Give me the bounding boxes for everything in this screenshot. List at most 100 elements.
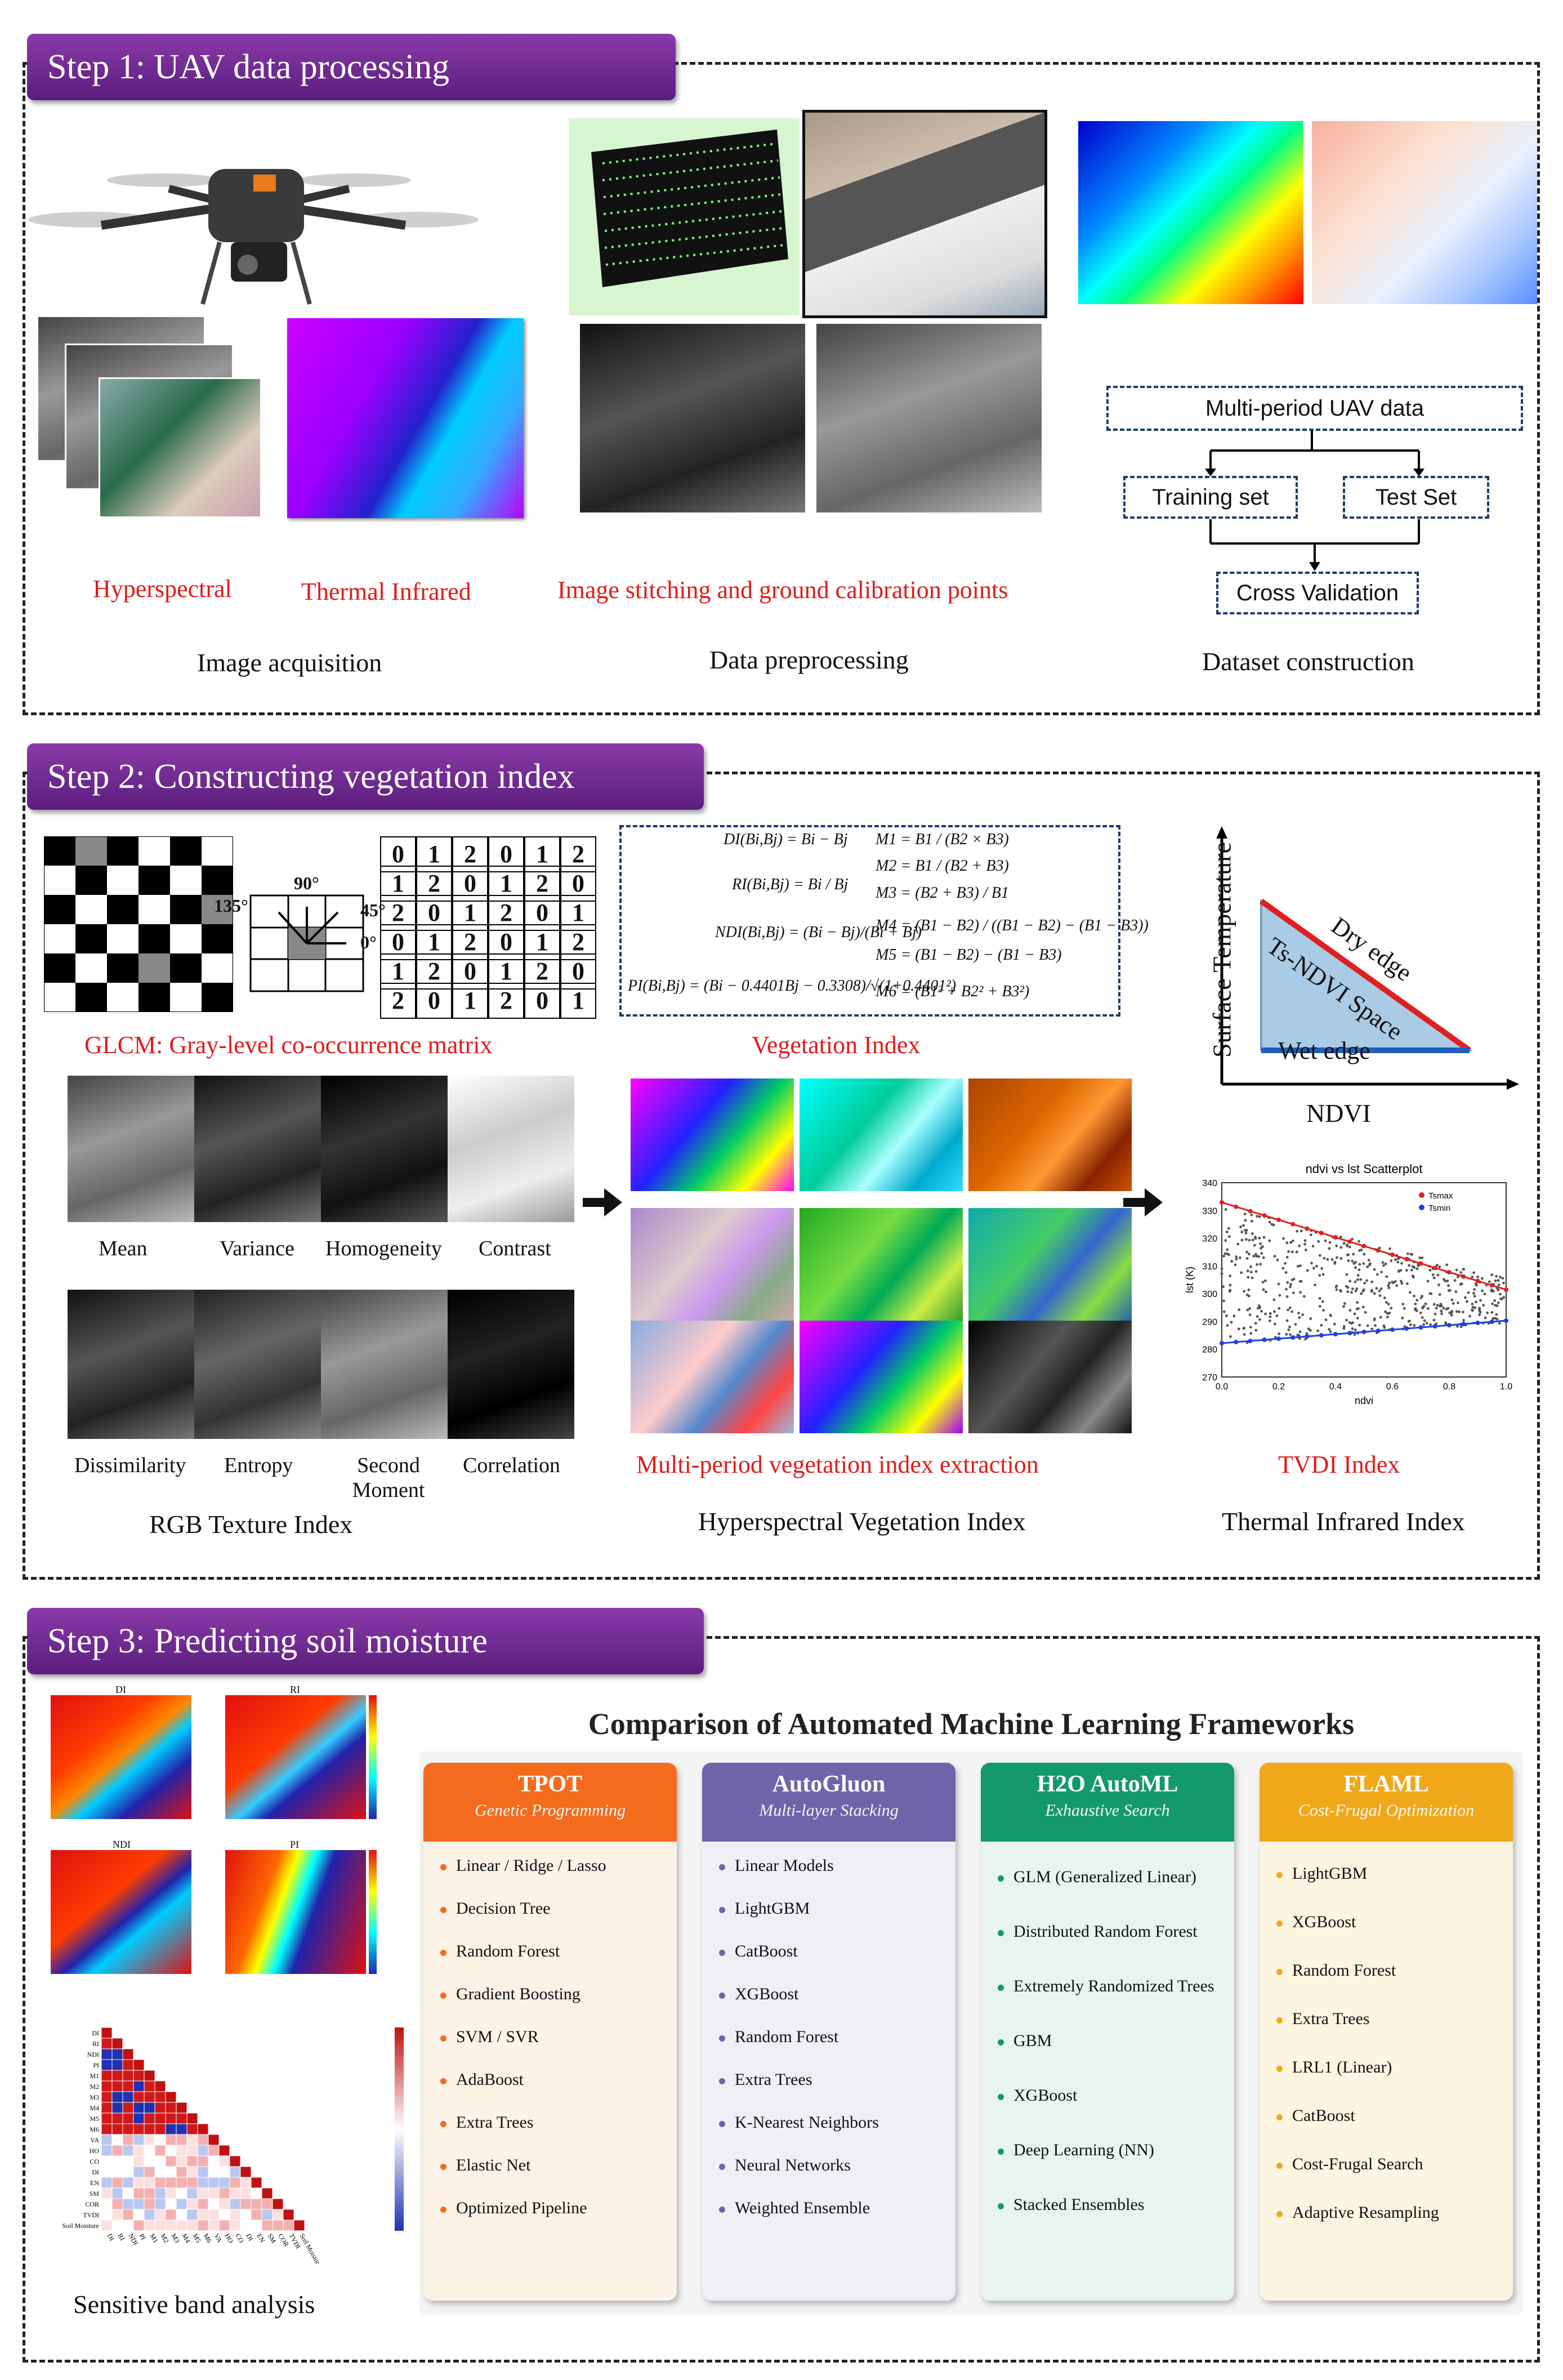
corr-cell bbox=[229, 2177, 241, 2189]
scatter-point bbox=[1346, 1290, 1350, 1293]
scatter-point bbox=[1409, 1253, 1413, 1256]
scatter-point bbox=[1317, 1240, 1320, 1243]
scatter-point bbox=[1227, 1227, 1230, 1230]
corr-cell bbox=[122, 2177, 134, 2189]
scatter-point bbox=[1385, 1301, 1388, 1304]
scatter-point bbox=[1258, 1215, 1261, 1218]
scatter-point bbox=[1388, 1247, 1391, 1250]
scatter-point bbox=[1479, 1299, 1482, 1302]
scatter-point bbox=[1339, 1257, 1343, 1260]
scatter-point bbox=[1354, 1280, 1357, 1283]
corr-cell bbox=[122, 2059, 134, 2071]
scatter-point bbox=[1458, 1310, 1461, 1313]
corr-cell bbox=[111, 2112, 123, 2124]
scatter-point bbox=[1289, 1333, 1292, 1336]
corr-cell bbox=[176, 2187, 187, 2199]
corr-cell bbox=[165, 2112, 177, 2124]
label-homogeneity: Homogeneity bbox=[325, 1237, 442, 1260]
thermal-infrared-image bbox=[287, 318, 524, 518]
scatter-point bbox=[1348, 1309, 1352, 1312]
scatter-point bbox=[1467, 1291, 1470, 1294]
scatter-point bbox=[1446, 1307, 1450, 1310]
scatter-point bbox=[1258, 1236, 1261, 1240]
scatter-point bbox=[1413, 1308, 1417, 1311]
scatter-point bbox=[1387, 1303, 1390, 1305]
scatter-point bbox=[1299, 1229, 1303, 1233]
angle-0: 0° bbox=[360, 932, 377, 952]
formula-m6: M6 = (B1² + B2² + B3²) bbox=[876, 983, 1030, 1000]
corr-cell bbox=[186, 2166, 198, 2178]
scatter-point bbox=[1257, 1255, 1261, 1258]
corr-cell bbox=[197, 2209, 209, 2221]
corr-cell bbox=[165, 2145, 177, 2156]
scatter-point bbox=[1245, 1257, 1249, 1260]
step2-box bbox=[23, 772, 1540, 1580]
corr-row-label: M1 bbox=[90, 2072, 99, 2080]
scatter-point bbox=[1310, 1262, 1313, 1265]
corr-cell bbox=[165, 2102, 177, 2114]
corr-cell bbox=[111, 2123, 123, 2135]
corr-cell bbox=[133, 2198, 145, 2210]
tsmax-point bbox=[1418, 1261, 1423, 1266]
scatter-point bbox=[1491, 1317, 1495, 1320]
label-contrast: Contrast bbox=[479, 1237, 551, 1260]
scatter-point bbox=[1468, 1314, 1471, 1318]
corr-cell bbox=[165, 2209, 177, 2221]
tsmin-point bbox=[1376, 1329, 1381, 1333]
y-tick-label: 300 bbox=[1202, 1290, 1217, 1299]
scatter-point bbox=[1255, 1255, 1258, 1258]
scatter-point bbox=[1265, 1290, 1267, 1294]
corr-cell bbox=[133, 2059, 145, 2071]
corr-cell bbox=[251, 2219, 262, 2231]
label-mean: Mean bbox=[99, 1237, 148, 1260]
corr-cell bbox=[122, 2102, 134, 2114]
corr-cell bbox=[165, 2177, 177, 2189]
scatter-point bbox=[1225, 1231, 1229, 1233]
scatter-point bbox=[1247, 1276, 1250, 1279]
heatmap-ri bbox=[225, 1695, 366, 1819]
scatter-point bbox=[1436, 1304, 1439, 1307]
corr-cell bbox=[111, 2048, 123, 2060]
scatter-point bbox=[1264, 1312, 1267, 1316]
corr-row-label: HO bbox=[90, 2147, 100, 2155]
scatter-point bbox=[1380, 1271, 1383, 1274]
corr-cell bbox=[154, 2080, 166, 2092]
corr-cell bbox=[122, 2145, 134, 2156]
tsmin-point bbox=[1290, 1335, 1296, 1340]
angle-45: 45° bbox=[360, 900, 386, 920]
heatmap-pi-title: PI bbox=[290, 1839, 300, 1850]
corr-cell bbox=[133, 2134, 145, 2146]
flight-path-image bbox=[569, 118, 800, 315]
corr-cell bbox=[133, 2155, 145, 2167]
corr-cell bbox=[133, 2091, 145, 2103]
scatter-point bbox=[1246, 1308, 1249, 1312]
scatter-point bbox=[1406, 1282, 1409, 1285]
corr-cell bbox=[208, 2155, 220, 2167]
scatter-point bbox=[1361, 1305, 1365, 1309]
corr-row-label: TVDI bbox=[83, 2211, 99, 2219]
corr-cell bbox=[154, 2102, 166, 2114]
corr-cell bbox=[133, 2177, 145, 2189]
scatter-point bbox=[1360, 1292, 1363, 1295]
corr-cell bbox=[133, 2187, 145, 2199]
tsmax-point bbox=[1220, 1200, 1224, 1205]
scatter-point bbox=[1408, 1264, 1411, 1267]
scatter-point bbox=[1222, 1299, 1225, 1303]
tsmax-point bbox=[1376, 1248, 1381, 1253]
scatter-point bbox=[1408, 1291, 1412, 1294]
list-item: K-Nearest Neighbors bbox=[719, 2113, 955, 2132]
corr-cell bbox=[165, 2123, 177, 2135]
scatter-point bbox=[1243, 1290, 1246, 1293]
scatter-point bbox=[1486, 1311, 1489, 1314]
corr-cell bbox=[229, 2219, 241, 2231]
list-item: Extra Trees bbox=[719, 2070, 955, 2089]
scatter-point bbox=[1499, 1276, 1502, 1279]
scatter-point bbox=[1243, 1332, 1246, 1336]
corr-cell bbox=[186, 2145, 198, 2156]
legend-tsmin-marker bbox=[1419, 1205, 1424, 1210]
legend-tsmax-marker bbox=[1419, 1192, 1424, 1198]
scatter-point bbox=[1355, 1287, 1359, 1290]
list-item: Distributed Random Forest bbox=[998, 1922, 1234, 1941]
hyperspectral-image bbox=[99, 377, 262, 518]
